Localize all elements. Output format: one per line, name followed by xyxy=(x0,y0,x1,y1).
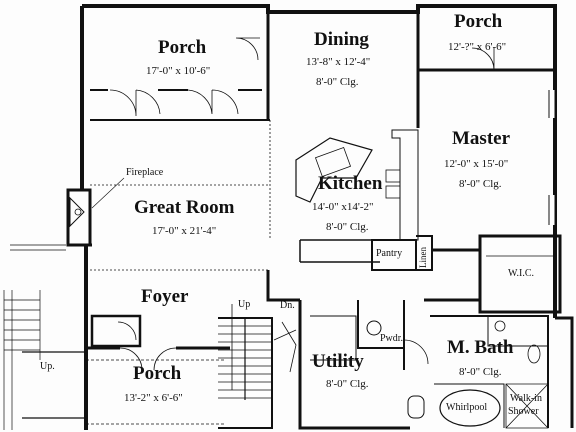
master-name: Master xyxy=(452,128,511,149)
porch-bottom-name: Porch xyxy=(133,363,182,384)
dining-dims: 13'-8" x 12'-4" xyxy=(306,56,371,68)
fireplace-label: Fireplace xyxy=(126,167,164,178)
whirlpool-label: Whirlpool xyxy=(446,402,488,413)
walk-in-label: Walk-in xyxy=(510,393,542,404)
wic-label: W.I.C. xyxy=(508,268,535,279)
utility-ceiling: 8'-0" Clg. xyxy=(326,378,369,390)
shower-label: Shower xyxy=(508,406,539,417)
porch-top-dims: 17'-0" x 10'-6" xyxy=(146,65,211,77)
kitchen-dims: 14'-0" x14'-2" xyxy=(312,201,374,213)
great-room-name: Great Room xyxy=(134,197,235,218)
kitchen-name: Kitchen xyxy=(318,173,383,194)
m-bath-ceiling: 8'-0" Clg. xyxy=(459,366,502,378)
master-ceiling: 8'-0" Clg. xyxy=(459,178,502,190)
utility-name: Utility xyxy=(312,351,364,372)
stairs-down-label: Dn. xyxy=(280,300,295,311)
stairs-up-label: Up xyxy=(238,299,251,310)
porch-right-name: Porch xyxy=(454,11,503,32)
porch-right-dims: 12'-?" x 6'-6" xyxy=(448,41,507,53)
dining-name: Dining xyxy=(314,29,369,50)
linen-label: Linen xyxy=(418,247,428,268)
powder-label: Pwdr. xyxy=(380,333,404,344)
deck-up-label: Up. xyxy=(40,361,55,372)
dining-ceiling: 8'-0" Clg. xyxy=(316,76,359,88)
great-room-dims: 17'-0" x 21'-4" xyxy=(152,225,217,237)
porch-top-name: Porch xyxy=(158,37,207,58)
pantry-label: Pantry xyxy=(376,248,403,259)
porch-bottom-dims: 13'-2" x 6'-6" xyxy=(124,392,183,404)
m-bath-name: M. Bath xyxy=(447,337,514,358)
foyer-name: Foyer xyxy=(141,286,189,307)
kitchen-ceiling: 8'-0" Clg. xyxy=(326,221,369,233)
master-dims: 12'-0" x 15'-0" xyxy=(444,158,509,170)
